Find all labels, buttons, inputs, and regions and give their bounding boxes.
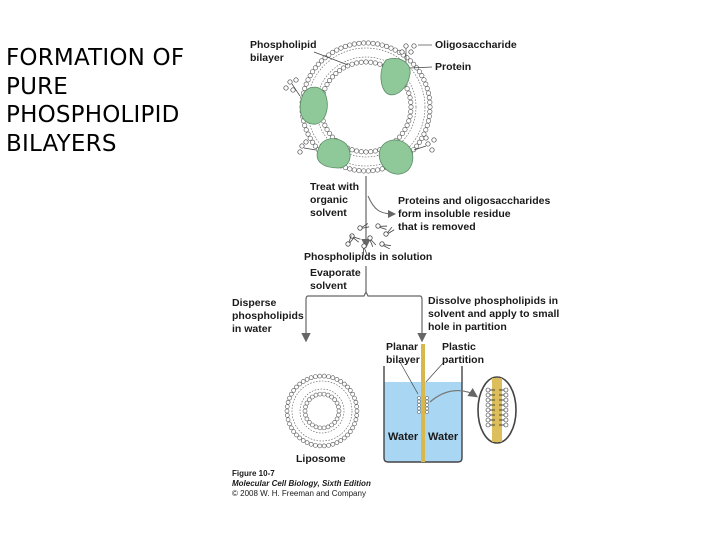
protein-left	[299, 86, 328, 125]
label-residue-1: Proteins and oligosaccharides	[398, 195, 550, 207]
label-water-right: Water	[428, 431, 459, 443]
protein-bottom-left	[316, 138, 351, 169]
label-disperse-1: Disperse	[232, 297, 277, 309]
label-disperse-3: in water	[232, 323, 272, 335]
slide-title: FORMATION OF PURE PHOSPHOLIPID BILAYERS	[6, 45, 185, 157]
free-phospholipids	[345, 223, 395, 256]
label-phospholipid-bilayer-2: bilayer	[250, 52, 284, 64]
label-residue-3: that is removed	[398, 221, 476, 233]
magnified-bilayer-inset	[477, 376, 517, 444]
label-treat-2: organic	[310, 194, 348, 206]
liposome	[284, 373, 360, 449]
bilayer-chamber: Water Water	[383, 344, 463, 463]
label-planar-2: bilayer	[386, 354, 420, 366]
label-dissolve-2: solvent and apply to small	[428, 308, 559, 320]
oligosaccharide-chains	[283, 43, 437, 155]
label-phospholipid-bilayer-1: Phospholipid	[250, 39, 317, 51]
label-plastic-2: partition	[442, 354, 484, 366]
label-residue-2: form insoluble residue	[398, 208, 511, 220]
label-dissolve-3: hole in partition	[428, 321, 507, 333]
label-protein: Protein	[435, 61, 471, 73]
label-liposome: Liposome	[296, 453, 346, 465]
protein-top-right	[380, 57, 411, 96]
label-dissolve-1: Dissolve phospholipids in	[428, 295, 558, 307]
caption-book: Molecular Cell Biology, Sixth Edition	[232, 479, 371, 488]
label-plastic-1: Plastic	[442, 341, 476, 353]
label-disperse-2: phospholipids	[232, 310, 304, 322]
label-treat-1: Treat with	[310, 181, 359, 193]
label-treat-3: solvent	[310, 207, 347, 219]
caption-figure: Figure 10-7	[232, 469, 275, 478]
planar-bilayer	[417, 396, 429, 414]
label-planar-1: Planar	[386, 341, 418, 353]
label-evaporate-1: Evaporate	[310, 267, 361, 279]
label-oligosaccharide: Oligosaccharide	[435, 39, 517, 51]
caption-copyright: © 2008 W. H. Freeman and Company	[232, 489, 366, 498]
label-water-left: Water	[388, 431, 419, 443]
label-evaporate-2: solvent	[310, 280, 347, 292]
protein-bottom-right	[378, 139, 414, 175]
membrane-proteins	[299, 57, 414, 175]
label-phospholipids-in-solution: Phospholipids in solution	[304, 251, 432, 263]
vesicle-with-proteins	[299, 40, 433, 174]
